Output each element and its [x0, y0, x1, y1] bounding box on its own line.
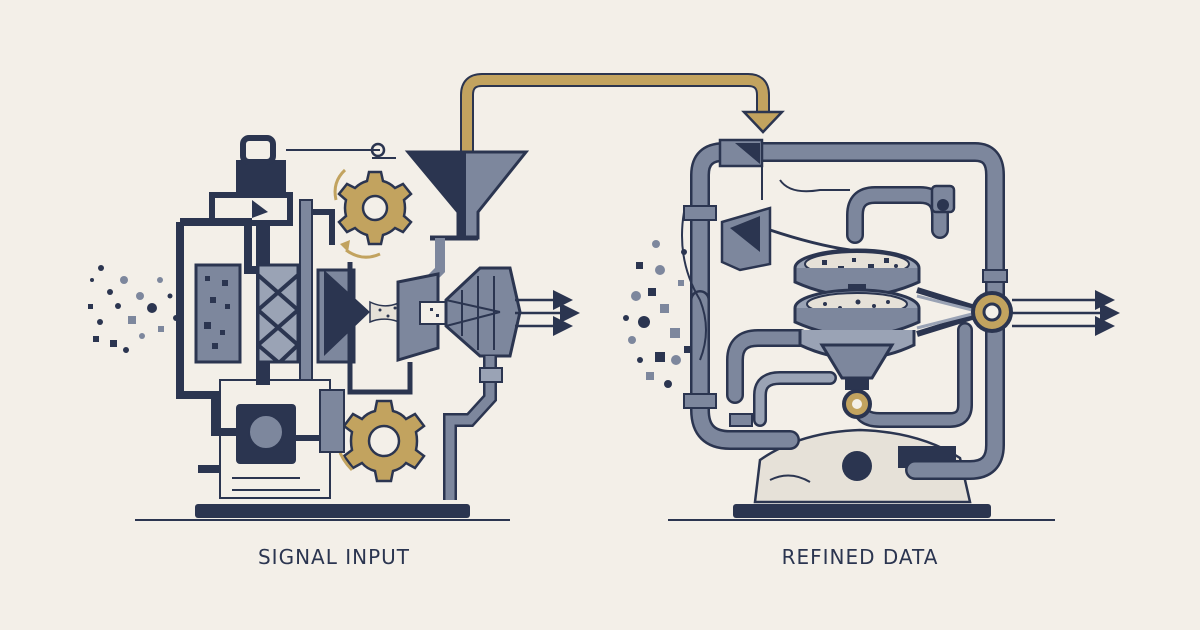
lower-gear-icon: [342, 399, 426, 483]
sieve-stack: [793, 248, 921, 419]
machine-base: [733, 504, 991, 518]
signal-input-label: SIGNAL INPUT: [257, 545, 410, 569]
upper-gear-icon: [337, 170, 413, 246]
top-handle: [240, 135, 276, 165]
input-output-arrows: [515, 290, 580, 336]
refined-input-particles: [623, 240, 691, 388]
lens-housing: [396, 272, 440, 363]
machine-base: [195, 504, 470, 518]
transfer-arrow: [460, 73, 785, 225]
output-cone: [444, 266, 522, 358]
refined-data-machine: [623, 138, 1120, 521]
refined-data-label: REFINED DATA: [781, 545, 939, 569]
signal-input-machine: [88, 135, 580, 521]
refined-output-arrows: [1012, 290, 1120, 336]
input-particles: [88, 265, 179, 353]
